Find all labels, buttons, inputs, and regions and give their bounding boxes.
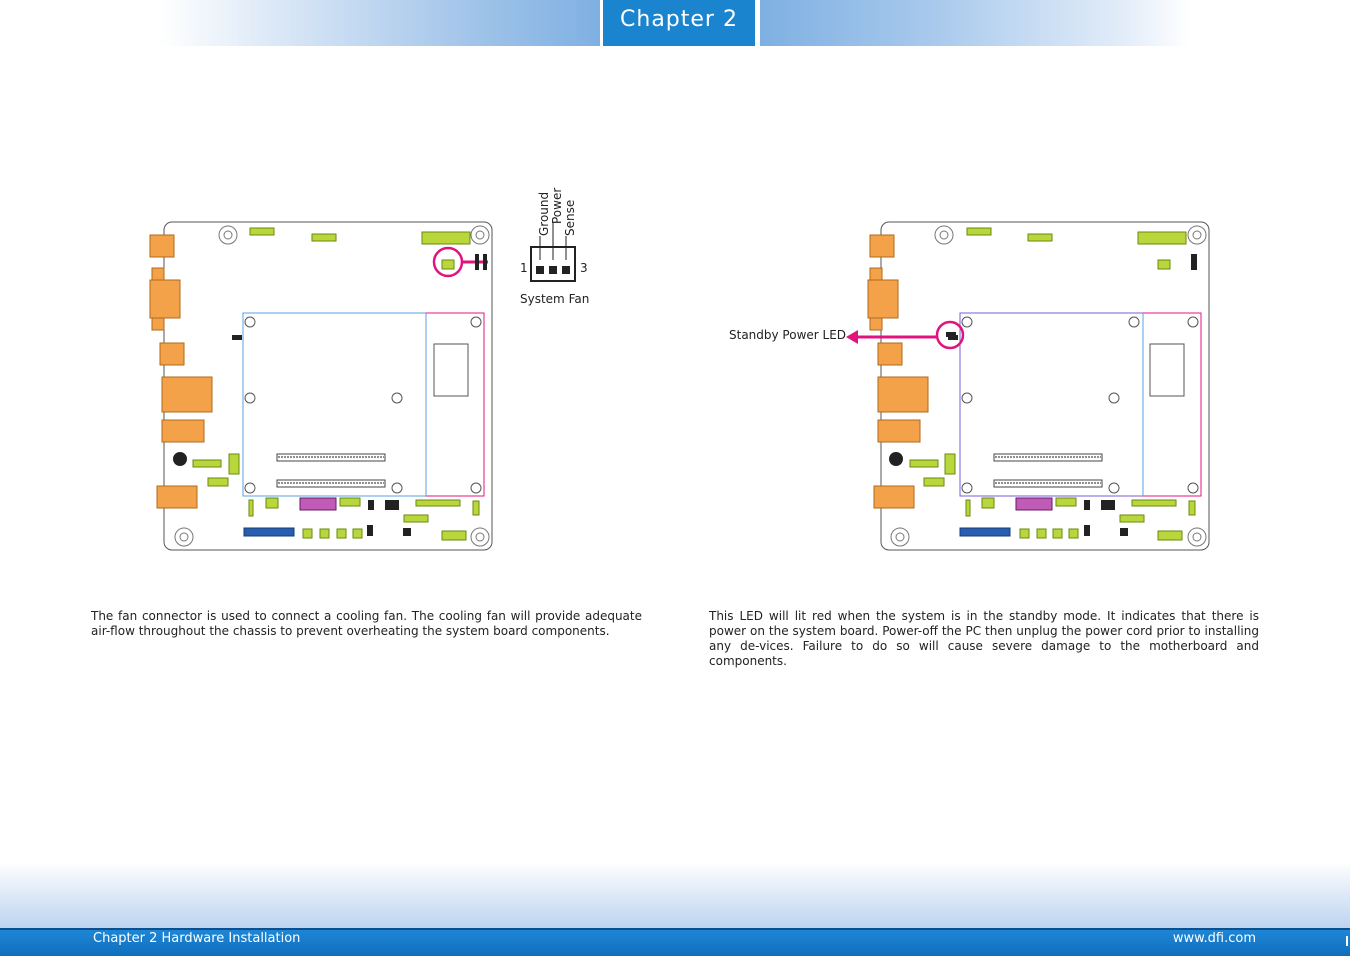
led-description: This LED will lit red when the system is… [709, 609, 1259, 668]
fan-pin-diagram [530, 222, 576, 282]
fan-pin-label-sense: Sense [563, 199, 577, 236]
system-fan-diagram [149, 221, 576, 551]
motherboard-board [867, 221, 1210, 551]
footer-bar [0, 928, 1350, 956]
fan-description: The fan connector is used to connect a c… [91, 609, 642, 638]
fan-connector-caption: System Fan [520, 292, 590, 306]
standby-led-label: Standby Power LED [729, 328, 847, 342]
footer-website: www.dfi.com [1172, 931, 1256, 946]
fan-pin-number-first: 1 [520, 261, 528, 275]
footer-notch [1346, 936, 1348, 946]
header-bar-left [160, 0, 600, 46]
header-bar-right [760, 0, 1190, 46]
footer-gradient [0, 862, 1350, 934]
chapter-tab: Chapter 2 [603, 0, 755, 46]
standby-led-diagram [846, 221, 1210, 551]
motherboard-board [149, 221, 493, 551]
footer-chapter-title: Chapter 2 Hardware Installation [93, 931, 301, 946]
standby-led-callout [846, 320, 965, 350]
fan-connector-callout [432, 246, 488, 278]
fan-pin-label-power: Power [550, 187, 564, 224]
fan-pin-number-last: 3 [580, 261, 588, 275]
fan-pin-label-ground: Ground [537, 191, 551, 236]
